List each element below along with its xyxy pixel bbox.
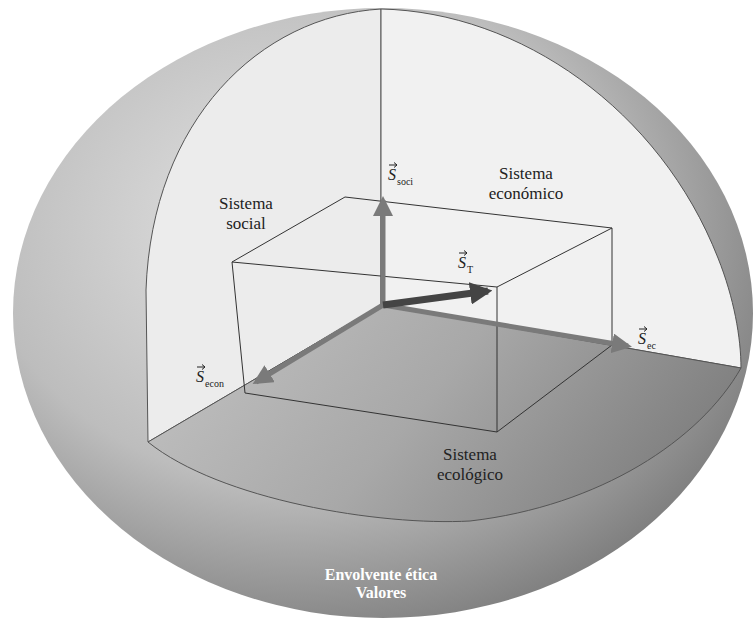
vector-box — [232, 197, 612, 432]
region-label: Sistema social — [206, 194, 286, 233]
envelope-label: Envolvente ética Valores — [306, 566, 456, 603]
vector-symbol: S — [638, 330, 646, 348]
vector-symbol: S — [196, 368, 204, 386]
vector-subscript: econ — [205, 378, 224, 390]
vector-symbol: S — [458, 254, 466, 272]
vector-subscript: ec — [647, 340, 656, 352]
social-axis — [381, 200, 386, 305]
total-vector — [383, 291, 488, 305]
ecological-floor — [148, 305, 741, 522]
economic-axis — [383, 305, 628, 346]
economic-wall — [381, 9, 741, 368]
region-label: Sistema ecológico — [420, 445, 520, 484]
ecological-axis — [256, 305, 383, 382]
vector-subscript: T — [467, 264, 473, 276]
vector-subscript: soci — [397, 176, 413, 188]
outer-sphere — [13, 8, 753, 618]
vector-symbol: S — [388, 166, 396, 184]
region-label: Sistema económico — [476, 164, 576, 203]
